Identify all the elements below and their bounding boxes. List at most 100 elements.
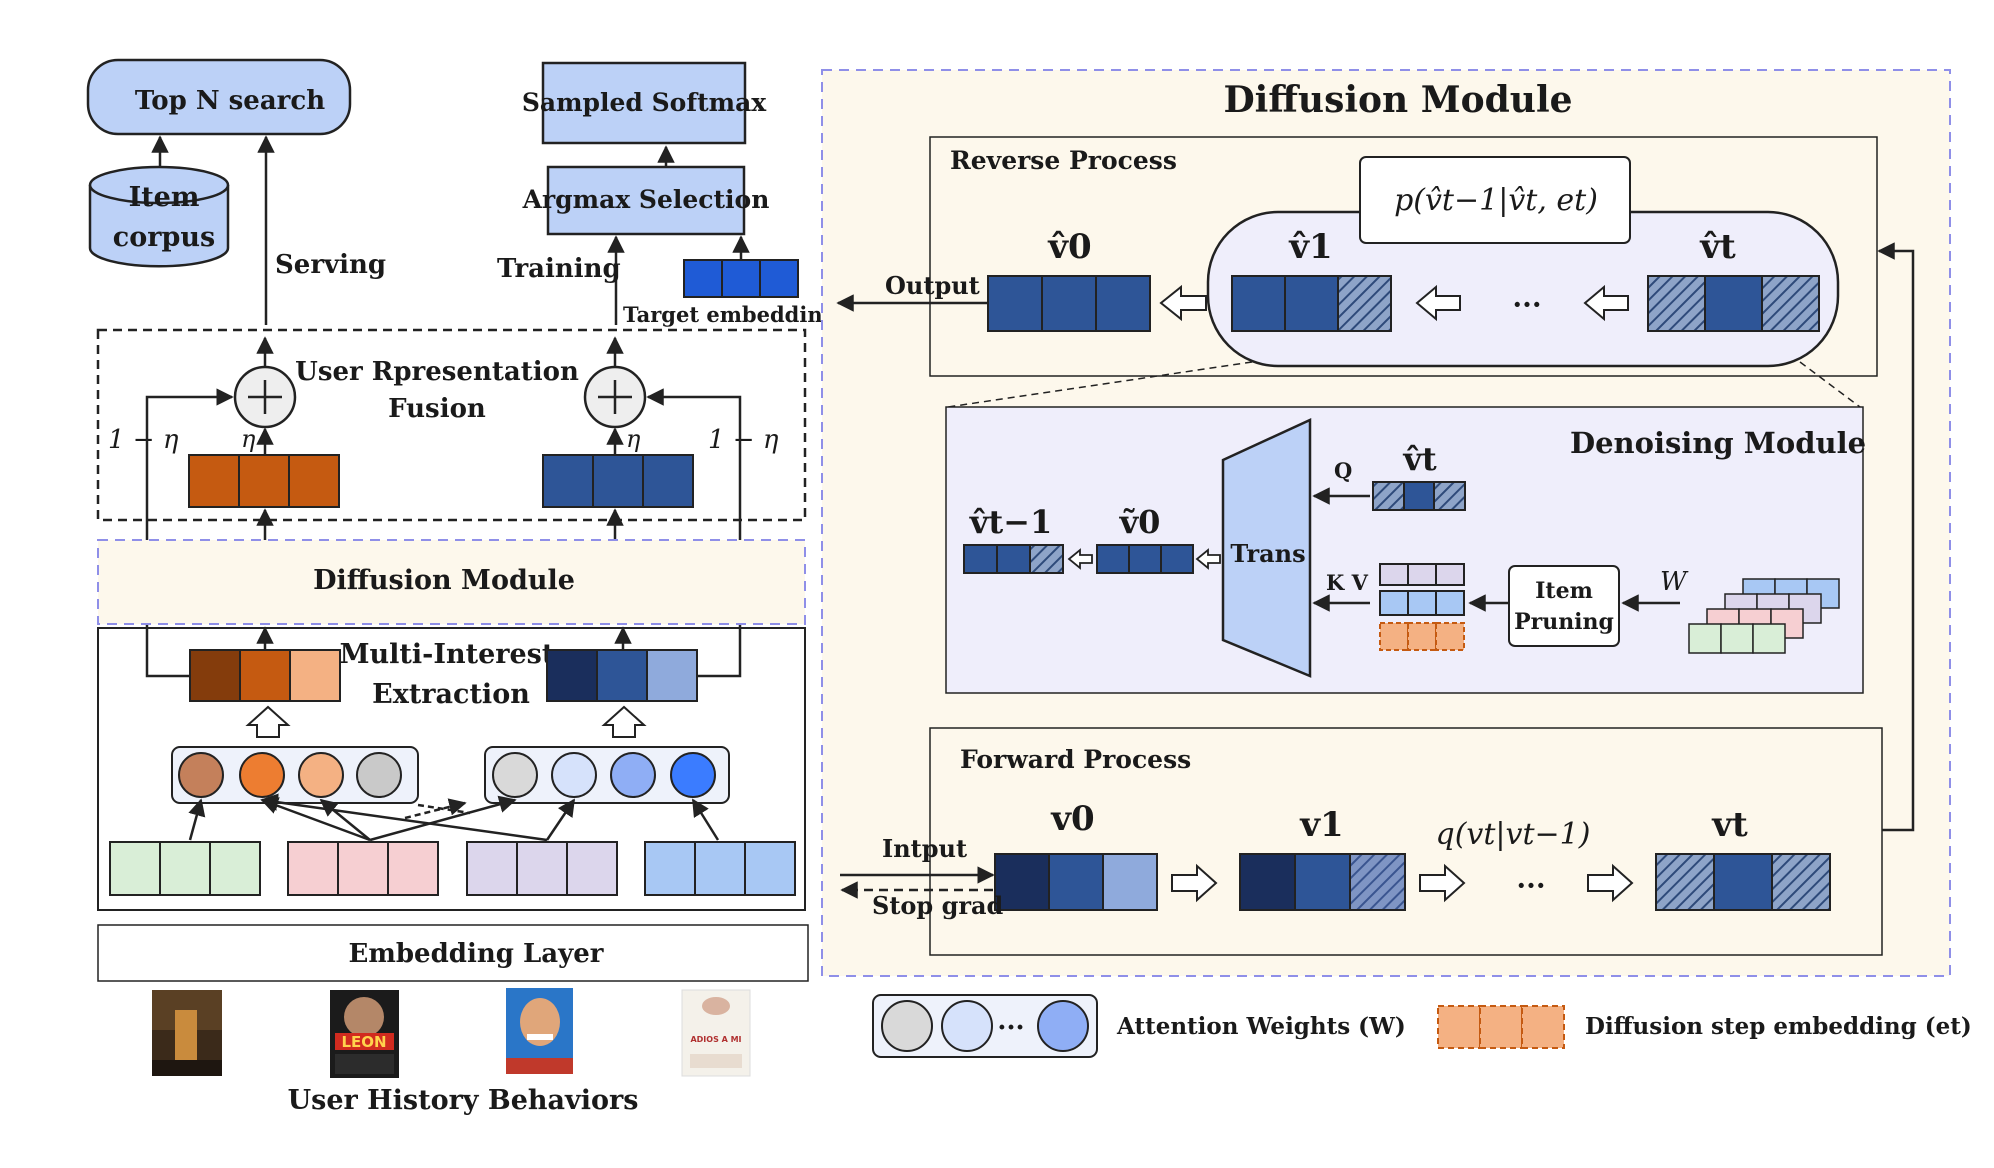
kv-vector-blue (1379, 590, 1465, 616)
diffusion-module-title: Diffusion Module (1223, 79, 1572, 121)
argmax-selection-label: Argmax Selection (522, 185, 770, 214)
v0-hat-vector (987, 275, 1151, 332)
eta-left: η (241, 425, 256, 453)
fusion-vector-blue (542, 454, 694, 508)
attention-circle (239, 752, 285, 798)
fusion-label-2: Fusion (388, 394, 486, 424)
history-embedding-lavender (466, 841, 618, 896)
multi-interest-label-1: Multi-Interest (340, 639, 555, 670)
forward-ellipsis: ··· (1516, 869, 1545, 902)
left-diffusion-module-box (97, 539, 806, 625)
item-pruning-label-2: Pruning (1514, 609, 1614, 635)
forward-process-label: Forward Process (960, 745, 1191, 774)
hollow-left-arrow-small (1195, 548, 1221, 570)
movie-poster-3 (506, 988, 573, 1074)
training-label: Training (497, 254, 621, 284)
fusion-label-1: User Rpresentation (295, 357, 579, 387)
vt1-hat-label: v̂t−1 (969, 503, 1052, 541)
v0-vector (994, 853, 1158, 911)
attention-circle (610, 752, 656, 798)
hollow-right-arrow (1419, 863, 1466, 903)
legend-circle (941, 1000, 993, 1052)
multi-interest-box (97, 627, 806, 911)
kv-vector-lavender (1379, 563, 1465, 586)
attention-circle (670, 752, 716, 798)
forward-formula: q(vt|vt−1) (1436, 817, 1591, 852)
hollow-up-arrow-left (245, 705, 291, 738)
reverse-formula-box (1359, 156, 1631, 244)
reverse-process-label: Reverse Process (950, 146, 1177, 175)
attention-group-left (171, 746, 419, 804)
attention-circle (178, 752, 224, 798)
embedding-layer-box (97, 924, 809, 982)
target-embedding-label: Target embedding (623, 302, 838, 327)
hollow-left-arrow (1583, 284, 1629, 322)
legend-ellipsis: ··· (997, 1013, 1024, 1043)
output-label: Output (885, 271, 980, 300)
item-pruning-label-1: Item (1535, 578, 1593, 604)
v0-tilde-label: ṽ0 (1119, 503, 1161, 541)
movie-poster-4: ADIOS A MI (681, 989, 751, 1077)
v1-hat-vector (1231, 275, 1392, 332)
hollow-left-arrow (1159, 284, 1207, 322)
item-corpus-cylinder (88, 165, 230, 268)
denoising-module-label: Denoising Module (1570, 426, 1866, 460)
history-embedding-pink (287, 841, 439, 896)
v0-label: v0 (1050, 799, 1094, 839)
history-embedding-blue (644, 841, 796, 896)
one-minus-eta-right: 1 − η (708, 425, 779, 455)
trans-block (1221, 418, 1312, 678)
legend-circle (881, 1000, 933, 1052)
item-corpus-label-1: Item (129, 182, 200, 213)
eta-right: η (626, 425, 641, 453)
hollow-left-arrow-small (1067, 548, 1093, 570)
hollow-left-arrow (1415, 284, 1461, 322)
one-minus-eta-left: 1 − η (108, 425, 179, 455)
vt1-hat-vector (963, 544, 1064, 574)
kv-vector-step (1379, 622, 1465, 651)
kv-label: K V (1326, 570, 1369, 595)
multi-interest-label-2: Extraction (372, 679, 530, 710)
v0-tilde-vector (1096, 544, 1194, 574)
attention-circle (551, 752, 597, 798)
w-label: W (1660, 567, 1689, 597)
reverse-formula: p(v̂t−1|v̂t, et) (1394, 183, 1598, 218)
fusion-add-right (583, 365, 647, 429)
vt-label: vt (1711, 805, 1748, 845)
attention-circle (298, 752, 344, 798)
input-label: Intput (882, 834, 967, 863)
argmax-selection-box (546, 165, 746, 236)
sampled-softmax-label: Sampled Softmax (522, 88, 767, 117)
attention-group-right (484, 746, 730, 804)
legend-step-label: Diffusion step embedding (et) (1585, 1013, 1972, 1040)
user-history-label: User History Behaviors (288, 1085, 639, 1116)
top-n-search-label: Top N search (135, 86, 325, 116)
stop-grad-label: Stop grad (872, 891, 1004, 920)
target-embedding-vector (683, 259, 799, 298)
left-diffusion-module-label: Diffusion Module (313, 565, 575, 596)
attention-circle (356, 752, 402, 798)
v1-label: v1 (1299, 805, 1343, 845)
fusion-vector-orange (188, 454, 340, 508)
item-corpus-label-2: corpus (113, 222, 215, 253)
movie-poster-2-title: LEON (341, 1033, 386, 1051)
legend-step-swatch (1437, 1005, 1565, 1049)
vt-hat-vector (1647, 275, 1820, 332)
vt-vector (1655, 853, 1831, 911)
w-stack (1688, 578, 1840, 654)
q-label: Q (1334, 458, 1352, 483)
legend-attention-label: Attention Weights (W) (1116, 1013, 1406, 1040)
hollow-right-arrow (1171, 863, 1218, 903)
history-embedding-green (109, 841, 261, 896)
trans-label: Trans (1230, 539, 1305, 568)
v1-vector (1239, 853, 1406, 911)
movie-poster-1 (152, 990, 222, 1076)
movie-poster-4-title: ADIOS A MI (690, 1035, 741, 1044)
movie-poster-2: LEON (330, 990, 399, 1078)
interest-vector-orange (189, 649, 341, 702)
reverse-ellipsis: ··· (1512, 288, 1541, 321)
forward-process-box (929, 727, 1883, 956)
legend-circle (1037, 1000, 1089, 1052)
attention-circle (492, 752, 538, 798)
